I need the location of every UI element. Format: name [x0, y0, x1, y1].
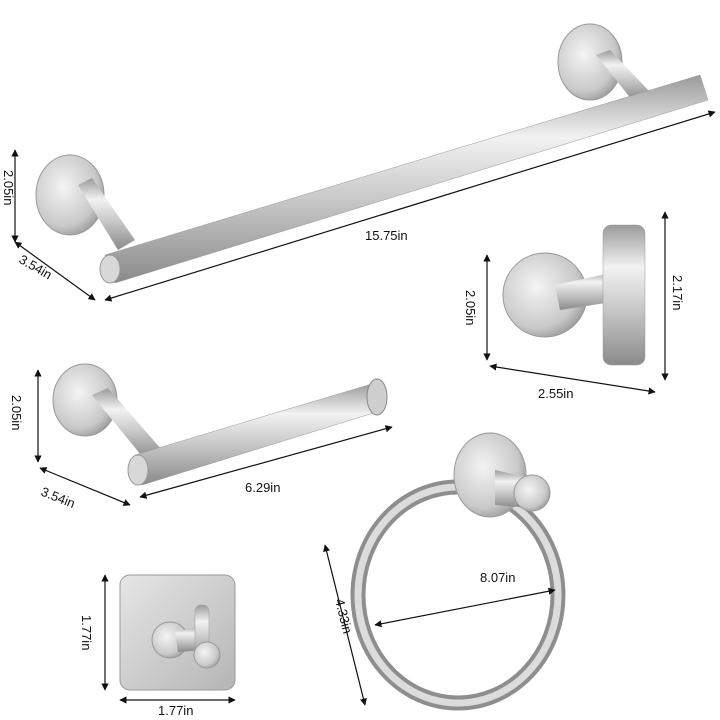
- robe-hook-dimensions: [483, 211, 669, 395]
- robe-hook: [502, 224, 646, 366]
- towel-ring: [350, 432, 566, 711]
- toilet-paper-holder: [52, 363, 388, 486]
- toilet-paper-holder-dimensions: [34, 369, 393, 506]
- towel-bar-height-label: 2.05in: [1, 170, 16, 205]
- towel-ring-width-label: 8.07in: [480, 570, 515, 585]
- robe-hook-depth-label: 2.55in: [538, 386, 573, 401]
- adhesive-hook-dimensions: [101, 574, 236, 704]
- toilet-paper-holder-length-label: 6.29in: [245, 480, 280, 495]
- adhesive-hook: [119, 574, 236, 691]
- robe-hook-flange-height-label: 2.05in: [463, 290, 478, 325]
- toilet-paper-holder-depth-label: 3.54in: [39, 484, 77, 511]
- toilet-paper-holder-height-label: 2.05in: [9, 395, 24, 430]
- robe-hook-height-label: 2.17in: [670, 275, 685, 310]
- towel-ring-dimensions: [323, 544, 556, 706]
- adhesive-hook-width-label: 1.77in: [158, 703, 193, 718]
- towel-bar-length-label: 15.75in: [365, 228, 408, 243]
- adhesive-hook-height-label: 1.77in: [79, 615, 94, 650]
- towel-bar-dimensions: [11, 110, 716, 302]
